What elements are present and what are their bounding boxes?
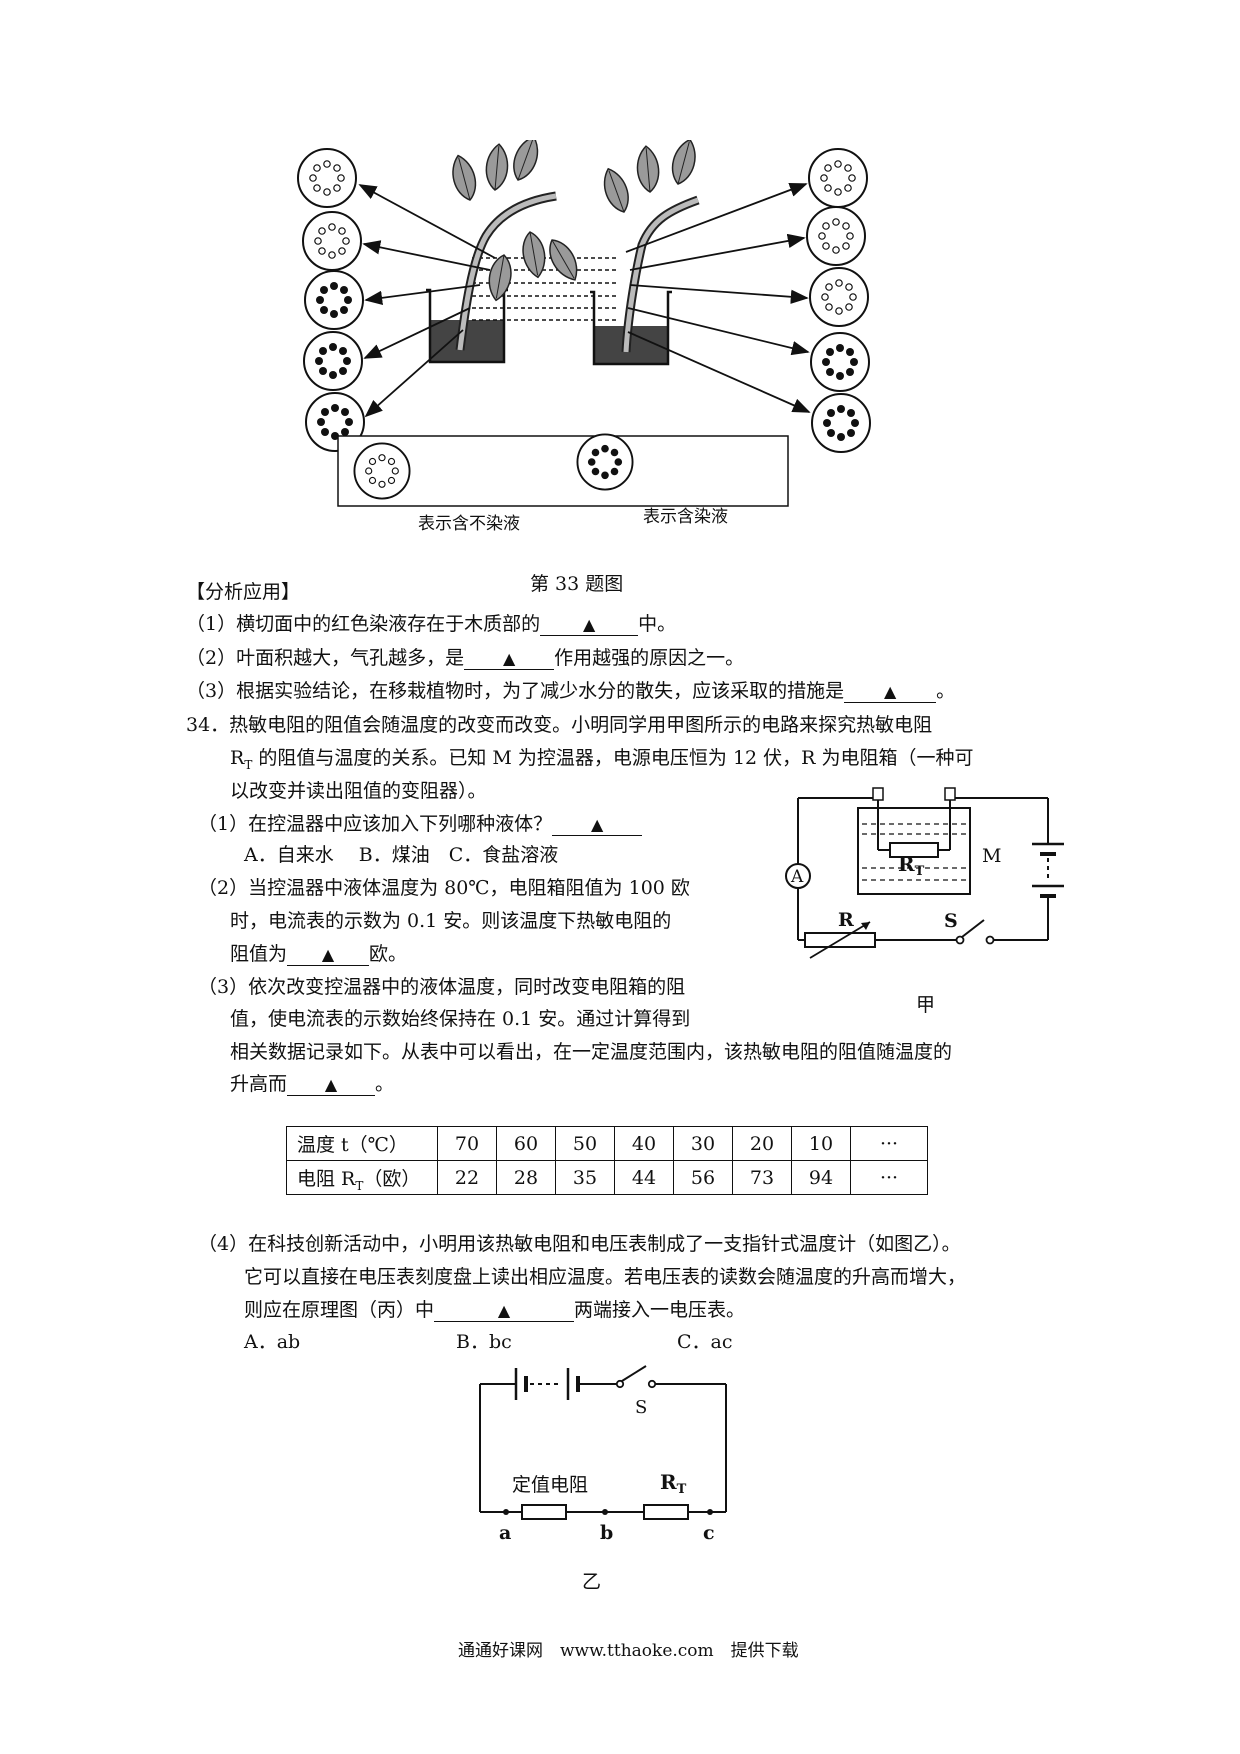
yi-switch-label: S (635, 1397, 648, 1418)
legend-dyed-icon (576, 433, 634, 491)
plant-left (447, 132, 585, 351)
analysis-item-3: （3）根据实验结论，在移栽植物时，为了减少水分的散失，应该采取的措施是▲。 (186, 680, 956, 703)
circuit-yi (470, 1360, 740, 1540)
answer-blank: ▲ (287, 1074, 376, 1096)
cross-section-clear (809, 267, 869, 327)
table-cell: ··· (850, 1126, 928, 1161)
cross-section-clear (806, 206, 866, 266)
q34-part3-line1: （3）依次改变控温器中的液体温度，同时改变电阻箱的阻 (198, 976, 686, 998)
answer-blank: ▲ (540, 614, 639, 636)
cross-section-dyed (304, 270, 364, 330)
answer-blank: ▲ (287, 944, 370, 966)
table-cell: 35 (555, 1160, 615, 1195)
switch-label: S (944, 910, 958, 932)
fixed-resistor-label: 定值电阻 (512, 1474, 589, 1496)
q34-intro-line1: 34．热敏电阻的阻值会随温度的改变而改变。小明同学用甲图所示的电路来探究热敏电阻 (186, 714, 933, 736)
node-a (503, 1509, 509, 1515)
table-cell: 10 (791, 1126, 851, 1161)
circuit-jia (770, 780, 1090, 1020)
q34-part4-line1: （4）在科技创新活动中，小明用该热敏电阻和电压表制成了一支指针式温度计（如图乙）… (198, 1233, 961, 1255)
answer-blank: ▲ (844, 681, 937, 703)
q34-part4-option-a: A．ab (244, 1331, 301, 1353)
table-cell: 30 (673, 1126, 733, 1161)
q34-part4-option-c: C．ac (677, 1331, 733, 1353)
table-cell: 40 (614, 1126, 674, 1161)
circuit-jia-caption: 甲 (916, 994, 936, 1016)
table-header: 温度 t（℃） (286, 1126, 438, 1161)
plant-diagram (297, 132, 871, 507)
legend-dyed-label: 表示含染液 (643, 507, 728, 527)
legend-clear-icon (353, 442, 411, 500)
q34-part1: （1）在控温器中应该加入下列哪种液体？▲ (198, 812, 643, 836)
table-cell: 50 (555, 1126, 615, 1161)
answer-blank: ▲ (552, 814, 643, 836)
cross-section-dyed (810, 332, 870, 392)
yi-thermistor-label: RT (660, 1470, 687, 1497)
controller-label: M (982, 845, 1002, 867)
table-cell: 94 (791, 1160, 851, 1195)
cross-section-clear (297, 148, 357, 208)
table-cell: 70 (437, 1126, 497, 1161)
ammeter-label: A (791, 867, 804, 887)
switch-symbol (961, 919, 985, 938)
node-b (602, 1509, 608, 1515)
cross-section-clear (302, 211, 362, 271)
answer-blank: ▲ (464, 648, 555, 670)
thermistor-symbol (889, 842, 939, 858)
table-cell: 20 (732, 1126, 792, 1161)
cross-section-dyed (811, 393, 871, 453)
ammeter-symbol (785, 863, 811, 889)
table-cell: 60 (496, 1126, 556, 1161)
thermistor-label: RT (898, 852, 925, 879)
table-cell: 28 (496, 1160, 556, 1195)
node-c-label: c (703, 1522, 715, 1544)
cross-section-dyed (303, 331, 363, 391)
q34-part3-line2: 值，使电流表的示数始终保持在 0.1 安。通过计算得到 (230, 1008, 691, 1030)
answer-blank: ▲ (434, 1300, 575, 1322)
table-cell: 56 (673, 1160, 733, 1195)
legend-clear-label: 表示含不染液 (418, 514, 520, 534)
q34-part3-line4: 升高而▲。 (230, 1073, 395, 1096)
analysis-heading: 【分析应用】 (186, 581, 301, 603)
battery-symbol (1032, 842, 1064, 898)
table-cell: 73 (732, 1160, 792, 1195)
node-b-label: b (600, 1522, 614, 1544)
q34-part2-line1: （2）当控温器中液体温度为 80℃，电阻箱阻值为 100 欧 (198, 877, 690, 899)
q34-part4-line2: 它可以直接在电压表刻度盘上读出相应温度。若电压表的读数会随温度的升高而增大， (244, 1266, 967, 1288)
page-footer: 通通好课网 www.tthaoke.com 提供下载 (458, 1641, 799, 1661)
table-cell: 44 (614, 1160, 674, 1195)
node-a-label: a (499, 1522, 512, 1544)
figure-33-caption: 第 33 题图 (530, 573, 624, 595)
q34-part2-line2: 时，电流表的示数为 0.1 安。则该温度下热敏电阻的 (230, 910, 672, 932)
battery-symbol (514, 1368, 590, 1400)
table-cell: ··· (850, 1160, 928, 1195)
temperature-resistance-table: 温度 t（℃） 70 60 50 40 30 20 10 ··· 电阻 RT（欧… (286, 1126, 928, 1195)
q34-intro-line3: 以改变并读出阻值的变阻器）。 (230, 780, 487, 802)
q34-part1-options: A．自来水 B．煤油 C．食盐溶液 (244, 844, 559, 866)
q34-part4-option-b: B．bc (456, 1331, 512, 1353)
table-cell: 22 (437, 1160, 497, 1195)
circuit-yi-caption: 乙 (582, 1571, 602, 1593)
q34-intro-line2: RT 的阻值与温度的关系。已知 M 为控温器，电源电压恒为 12 伏，R 为电阻… (230, 747, 974, 772)
figure-33 (290, 132, 910, 560)
table-header: 电阻 RT（欧） (286, 1160, 438, 1195)
table-row: 电阻 RT（欧） 22 28 35 44 56 73 94 ··· (286, 1160, 928, 1195)
cross-section-clear (808, 148, 868, 208)
analysis-item-2: （2）叶面积越大，气孔越多，是▲作用越强的原因之一。 (186, 647, 745, 670)
fixed-resistor-symbol (521, 1504, 567, 1520)
thermistor-symbol (643, 1504, 689, 1520)
switch-symbol (621, 1365, 647, 1382)
analysis-item-1: （1）横切面中的红色染液存在于木质部的▲中。 (186, 613, 677, 636)
legend-box (337, 435, 789, 507)
table-row: 温度 t（℃） 70 60 50 40 30 20 10 ··· (286, 1126, 928, 1161)
q34-part4-line3: 则应在原理图（丙）中▲两端接入一电压表。 (244, 1299, 746, 1322)
q34-part2-line3: 阻值为▲欧。 (230, 943, 408, 966)
q34-part3-line3: 相关数据记录如下。从表中可以看出，在一定温度范围内，该热敏电阻的阻值随温度的 (230, 1041, 953, 1063)
rheostat-label: R (838, 909, 854, 931)
node-c (707, 1509, 713, 1515)
